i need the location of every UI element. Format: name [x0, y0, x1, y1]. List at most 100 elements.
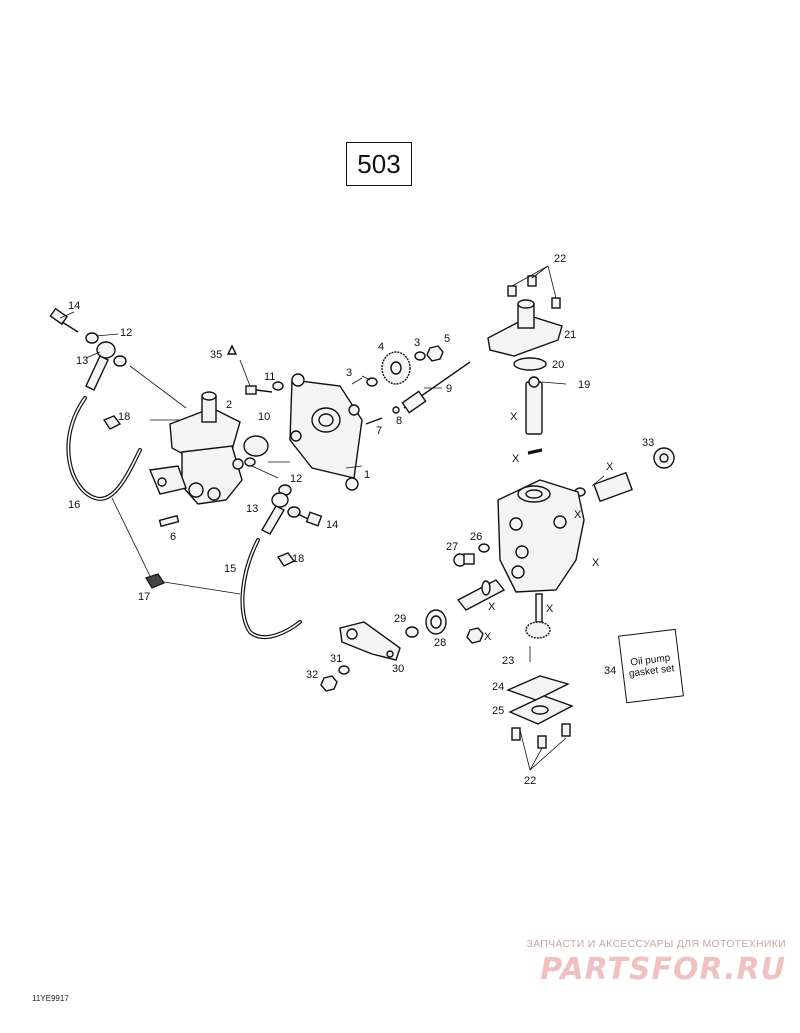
callout-x-3: X [606, 461, 614, 473]
callout-11: 11 [264, 371, 275, 383]
callout-16: 16 [68, 499, 80, 511]
callout-35: 35 [210, 349, 222, 361]
gasket-24 [506, 675, 570, 701]
callout-13: 13 [76, 355, 88, 367]
plug-27 [453, 553, 475, 567]
clamp-18-lower [276, 552, 296, 567]
callout-3-a: 3 [346, 367, 352, 379]
callout-20: 20 [552, 359, 564, 371]
callout-10: 10 [258, 411, 270, 423]
callout-23: 23 [502, 655, 514, 667]
ball-8 [392, 406, 400, 414]
bolt-14-top [49, 307, 79, 333]
drawing-code: 11YE9917 [32, 994, 69, 1003]
callout-26: 26 [470, 531, 482, 543]
callout-x-1: X [510, 411, 518, 423]
callout-24: 24 [492, 681, 504, 693]
callout-22-top: 22 [554, 253, 566, 265]
callout-2: 2 [226, 399, 232, 411]
gear-shaft [525, 593, 551, 639]
washer-26 [478, 543, 490, 553]
callout-9: 9 [446, 383, 452, 395]
callout-x-7: X [546, 603, 554, 615]
spring-28 [425, 609, 447, 635]
callout-32: 32 [306, 669, 318, 681]
pin-7 [365, 417, 383, 425]
callout-1: 1 [364, 469, 370, 481]
callout-17: 17 [138, 591, 150, 603]
callout-27: 27 [446, 541, 458, 553]
callout-29: 29 [394, 613, 406, 625]
callout-28: 28 [434, 637, 446, 649]
gasket-20 [513, 357, 547, 371]
callout-x-8: X [484, 631, 492, 643]
washer-12-top [85, 332, 99, 344]
nut-5 [426, 345, 444, 362]
washer-lower-2 [287, 506, 301, 518]
washer-lower [244, 457, 256, 467]
callout-x-5: X [592, 557, 600, 569]
callout-12-lower: 12 [290, 473, 302, 485]
watermark: ЗАПЧАСТИ И АКСЕССУАРЫ ДЛЯ МОТОТЕХНИКИ PA… [486, 938, 786, 987]
callout-14-lower: 14 [326, 519, 338, 531]
screw-6 [158, 514, 180, 528]
washer-31 [338, 665, 350, 675]
bolt-14-lower [297, 511, 323, 527]
oil-hose-15 [240, 538, 302, 640]
gasket-kit-card: Oil pump gasket set [618, 628, 684, 704]
watermark-tagline: ЗАПЧАСТИ И АКСЕССУАРЫ ДЛЯ МОТОТЕХНИКИ [526, 938, 786, 950]
leader-lines [59, 265, 605, 771]
kit-callout-number: 34 [604, 665, 617, 677]
diagram-number: 503 [346, 142, 412, 186]
callout-14: 14 [68, 300, 80, 312]
callout-4: 4 [378, 341, 384, 353]
callout-12: 12 [120, 327, 132, 339]
screws-22-bottom [511, 723, 571, 749]
washer-3-b [414, 351, 426, 361]
lever-30 [339, 621, 401, 661]
oil-pump-body-2 [149, 391, 244, 505]
callout-21: 21 [564, 329, 576, 341]
callout-15: 15 [224, 563, 236, 575]
callout-x-4: X [574, 509, 582, 521]
screws-22-top [507, 275, 561, 309]
clamp-17 [145, 573, 165, 589]
callout-5: 5 [444, 333, 450, 345]
washer-29 [405, 626, 419, 638]
callout-25: 25 [492, 705, 504, 717]
callout-18-lower: 18 [292, 553, 304, 565]
o-ring [243, 435, 269, 457]
callout-31: 31 [330, 653, 342, 665]
pump-housing-cover-1 [289, 373, 363, 491]
valve-assembly-33 [574, 447, 675, 503]
plunger-19 [525, 376, 543, 435]
nut-28-b [466, 627, 484, 644]
pin-35 [226, 344, 238, 355]
spring [527, 448, 543, 455]
oil-hose-16 [66, 396, 142, 501]
callout-6: 6 [170, 531, 176, 543]
callout-7: 7 [376, 425, 382, 437]
bolt-10 [245, 385, 273, 395]
washer-12-b [113, 355, 127, 367]
nut-32 [320, 675, 338, 692]
gear-4 [381, 351, 411, 385]
callout-8: 8 [396, 415, 402, 427]
watermark-logo: PARTSFOR.RU [540, 952, 786, 987]
top-cover-21 [487, 299, 563, 357]
callout-22-bottom: 22 [524, 775, 536, 787]
callout-x-6: X [488, 601, 496, 613]
pump-shaft [456, 579, 506, 611]
callout-33: 33 [642, 437, 654, 449]
callout-labels: 14 12 13 35 11 10 2 18 16 6 12 13 14 15 … [68, 253, 654, 787]
pump-main-body [497, 479, 585, 593]
callout-19: 19 [578, 379, 590, 391]
callout-18: 18 [118, 411, 130, 423]
washer-11 [272, 381, 284, 391]
callout-3-b: 3 [414, 337, 420, 349]
banjo-fitting-13-top [85, 341, 116, 391]
bottom-cover-25 [508, 695, 574, 725]
callout-13-lower: 13 [246, 503, 258, 515]
